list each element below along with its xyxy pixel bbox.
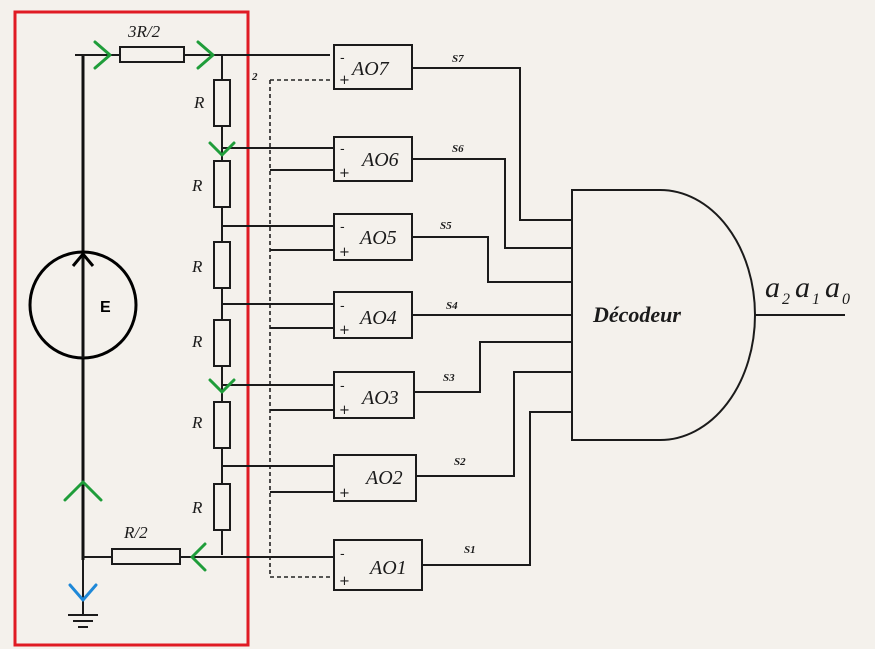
svg-text:+: + — [339, 245, 350, 260]
ladder-resistor-2 — [213, 160, 231, 208]
svg-text:a: a — [765, 271, 780, 304]
signal-s1: S1 — [464, 544, 476, 556]
svg-text:+: + — [339, 486, 350, 501]
output-label: a 2 a 1 a 0 — [765, 271, 850, 308]
svg-text:+: + — [339, 403, 350, 418]
ladder-label-5: R — [191, 413, 203, 432]
svg-text:AO3: AO3 — [360, 387, 399, 409]
stray-mark: 2 — [251, 71, 258, 83]
signal-s4: S4 — [446, 300, 458, 312]
svg-text:2: 2 — [782, 291, 790, 308]
resistor-3r2 — [119, 46, 185, 63]
ladder-resistor-1 — [213, 79, 231, 127]
comparator-ao3: - + AO3 — [333, 371, 415, 419]
ladder-resistor-5 — [213, 401, 231, 449]
arrow-ladder-2-icon — [208, 378, 236, 394]
signal-s3: S3 — [443, 372, 455, 384]
ladder-label-1: R — [193, 93, 205, 112]
svg-text:+: + — [339, 166, 350, 181]
svg-text:+: + — [339, 323, 350, 338]
svg-text:1: 1 — [812, 291, 820, 308]
wire-s1 — [422, 411, 572, 566]
comparator-ao4: - + AO4 — [333, 291, 413, 339]
comparator-ao5: - + AO5 — [333, 213, 413, 261]
svg-text:0: 0 — [842, 291, 850, 308]
svg-text:-: - — [340, 299, 345, 314]
svg-text:-: - — [340, 220, 345, 235]
svg-text:a: a — [795, 271, 810, 304]
svg-text:AO2: AO2 — [364, 467, 403, 489]
ladder-label-4: R — [191, 332, 203, 351]
resistor-3r2-label: 3R/2 — [127, 22, 161, 41]
svg-text:-: - — [340, 379, 345, 394]
svg-text:+: + — [339, 73, 350, 88]
svg-text:AO1: AO1 — [368, 557, 407, 579]
resistor-r2 — [111, 548, 181, 565]
ground-icon — [68, 614, 98, 628]
signal-s7: S7 — [452, 53, 464, 65]
svg-text:-: - — [340, 547, 345, 562]
ladder-resistor-3 — [213, 241, 231, 289]
comparator-ao6: - + AO6 — [333, 136, 413, 182]
wire-s6 — [412, 158, 572, 249]
decoder-block — [571, 189, 756, 441]
arrow-bottom-right-icon — [190, 542, 207, 572]
resistor-r2-label: R/2 — [123, 523, 148, 542]
comparator-ao7: - + AO7 — [333, 44, 413, 90]
signal-s5: S5 — [440, 220, 452, 232]
arrow-top-left-icon — [93, 40, 112, 70]
ladder-label-3: R — [191, 257, 203, 276]
wire-s3 — [414, 341, 572, 393]
ladder-label-2: R — [191, 176, 203, 195]
highlight-box — [13, 10, 250, 647]
ladder-label-6: R — [191, 498, 203, 517]
wire-s7 — [412, 67, 572, 221]
decoder-label: Décodeur — [592, 302, 681, 327]
svg-text:a: a — [825, 271, 840, 304]
wire-s5 — [412, 236, 572, 283]
source-arrow-icon — [71, 251, 95, 267]
svg-text:-: - — [340, 142, 345, 157]
ladder-resistor-6 — [213, 483, 231, 531]
arrow-source-up-icon — [63, 480, 103, 502]
svg-text:AO4: AO4 — [358, 307, 397, 329]
source-label: E — [100, 299, 111, 316]
svg-text:AO6: AO6 — [360, 149, 399, 171]
svg-text:+: + — [339, 574, 350, 589]
comparator-ao1: - + AO1 — [333, 539, 423, 591]
signal-s2: S2 — [454, 456, 466, 468]
comparator-ao2: + AO2 — [333, 454, 417, 502]
wire-s2 — [416, 371, 572, 477]
signal-s6: S6 — [452, 143, 464, 155]
arrow-top-right-icon — [196, 40, 215, 70]
arrow-ladder-1-icon — [208, 141, 236, 157]
arrow-ground-icon — [68, 583, 98, 602]
ladder-resistor-4 — [213, 319, 231, 367]
svg-text:-: - — [340, 51, 345, 66]
svg-text:AO5: AO5 — [358, 227, 397, 249]
svg-text:AO7: AO7 — [350, 58, 390, 80]
